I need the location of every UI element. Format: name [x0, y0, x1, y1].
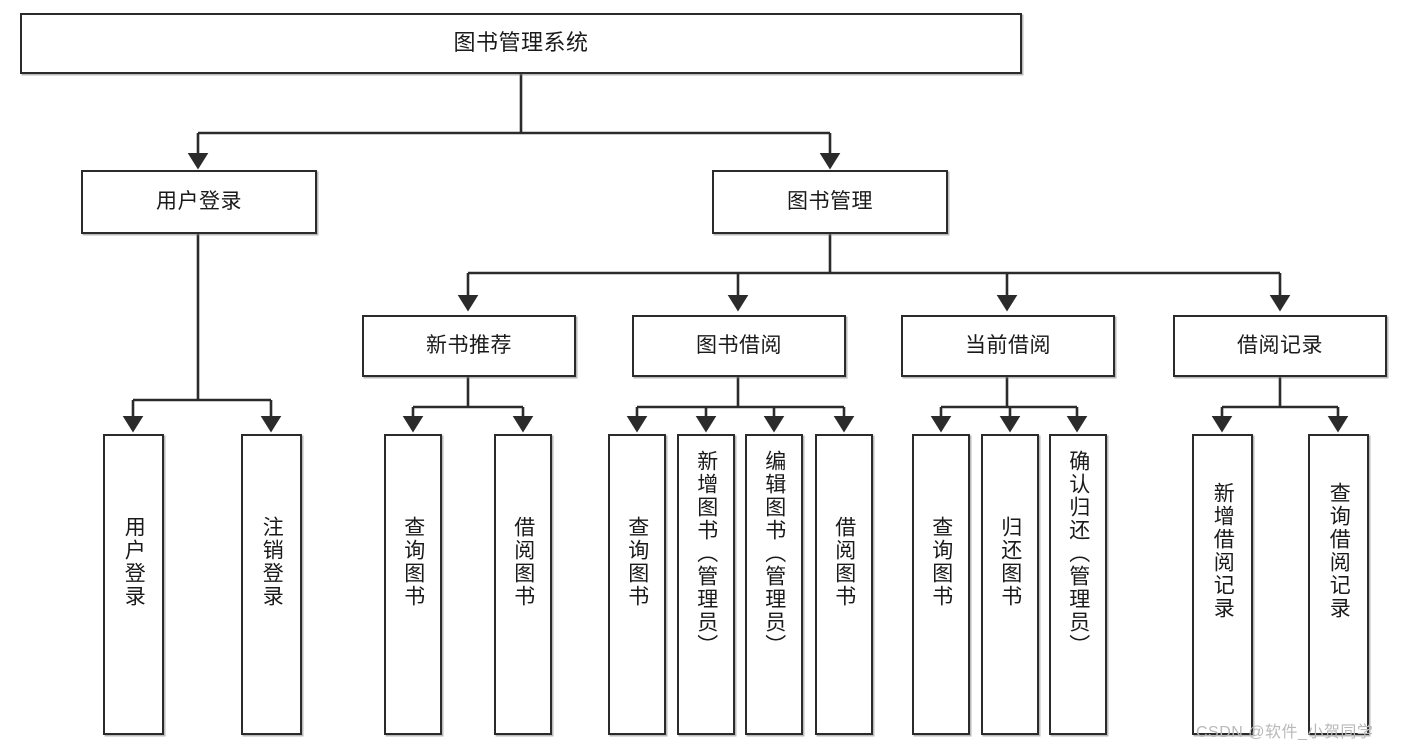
- leaf-query-book-1[interactable]: 查询图书: [384, 434, 442, 735]
- leaf-add-record-label: 新增借阅记录: [1211, 482, 1235, 620]
- leaf-add-book-label: 新增图书（管理员）: [694, 450, 718, 657]
- node-book-manage-label: 图书管理: [787, 190, 873, 214]
- leaf-edit-book-label: 编辑图书（管理员）: [762, 450, 786, 657]
- leaf-query-book-3-label: 查询图书: [929, 516, 953, 608]
- node-root-label: 图书管理系统: [453, 30, 589, 56]
- leaf-borrow-book-1[interactable]: 借阅图书: [494, 434, 552, 735]
- leaf-query-book-2-label: 查询图书: [625, 516, 649, 608]
- node-root[interactable]: 图书管理系统: [20, 13, 1022, 74]
- node-book-borrow-label: 图书借阅: [696, 334, 782, 358]
- leaf-confirm-return[interactable]: 确认归还（管理员）: [1049, 434, 1107, 735]
- leaf-logout[interactable]: 注销登录: [241, 434, 302, 735]
- node-user-login-label: 用户登录: [156, 190, 242, 214]
- leaf-query-record-label: 查询借阅记录: [1327, 482, 1351, 620]
- node-new-book-rec-label: 新书推荐: [426, 334, 512, 358]
- node-user-login[interactable]: 用户登录: [81, 170, 317, 234]
- node-borrow-record-label: 借阅记录: [1237, 334, 1323, 358]
- leaf-query-book-3[interactable]: 查询图书: [912, 434, 970, 735]
- leaf-logout-label: 注销登录: [260, 516, 284, 608]
- leaf-return-book[interactable]: 归还图书: [981, 434, 1039, 735]
- node-borrow-record[interactable]: 借阅记录: [1173, 315, 1387, 377]
- leaf-borrow-book-2[interactable]: 借阅图书: [815, 434, 873, 735]
- node-current-borrow-label: 当前借阅: [965, 334, 1051, 358]
- leaf-add-book[interactable]: 新增图书（管理员）: [677, 434, 735, 735]
- node-new-book-rec[interactable]: 新书推荐: [362, 315, 576, 377]
- leaf-borrow-book-2-label: 借阅图书: [832, 516, 856, 608]
- node-book-borrow[interactable]: 图书借阅: [632, 315, 846, 377]
- leaf-confirm-return-label: 确认归还（管理员）: [1066, 450, 1090, 657]
- leaf-borrow-book-1-label: 借阅图书: [511, 516, 535, 608]
- leaf-add-record[interactable]: 新增借阅记录: [1192, 434, 1253, 735]
- leaf-query-book-2[interactable]: 查询图书: [608, 434, 666, 735]
- node-current-borrow[interactable]: 当前借阅: [901, 315, 1115, 377]
- leaf-query-book-1-label: 查询图书: [401, 516, 425, 608]
- leaf-edit-book[interactable]: 编辑图书（管理员）: [745, 434, 803, 735]
- csdn-watermark: CSDN @软件_小贺同学: [1196, 724, 1374, 741]
- leaf-user-login[interactable]: 用户登录: [103, 434, 164, 735]
- leaf-query-record[interactable]: 查询借阅记录: [1308, 434, 1369, 735]
- leaf-return-book-label: 归还图书: [998, 516, 1022, 608]
- node-book-manage[interactable]: 图书管理: [712, 170, 948, 234]
- leaf-user-login-label: 用户登录: [122, 516, 146, 608]
